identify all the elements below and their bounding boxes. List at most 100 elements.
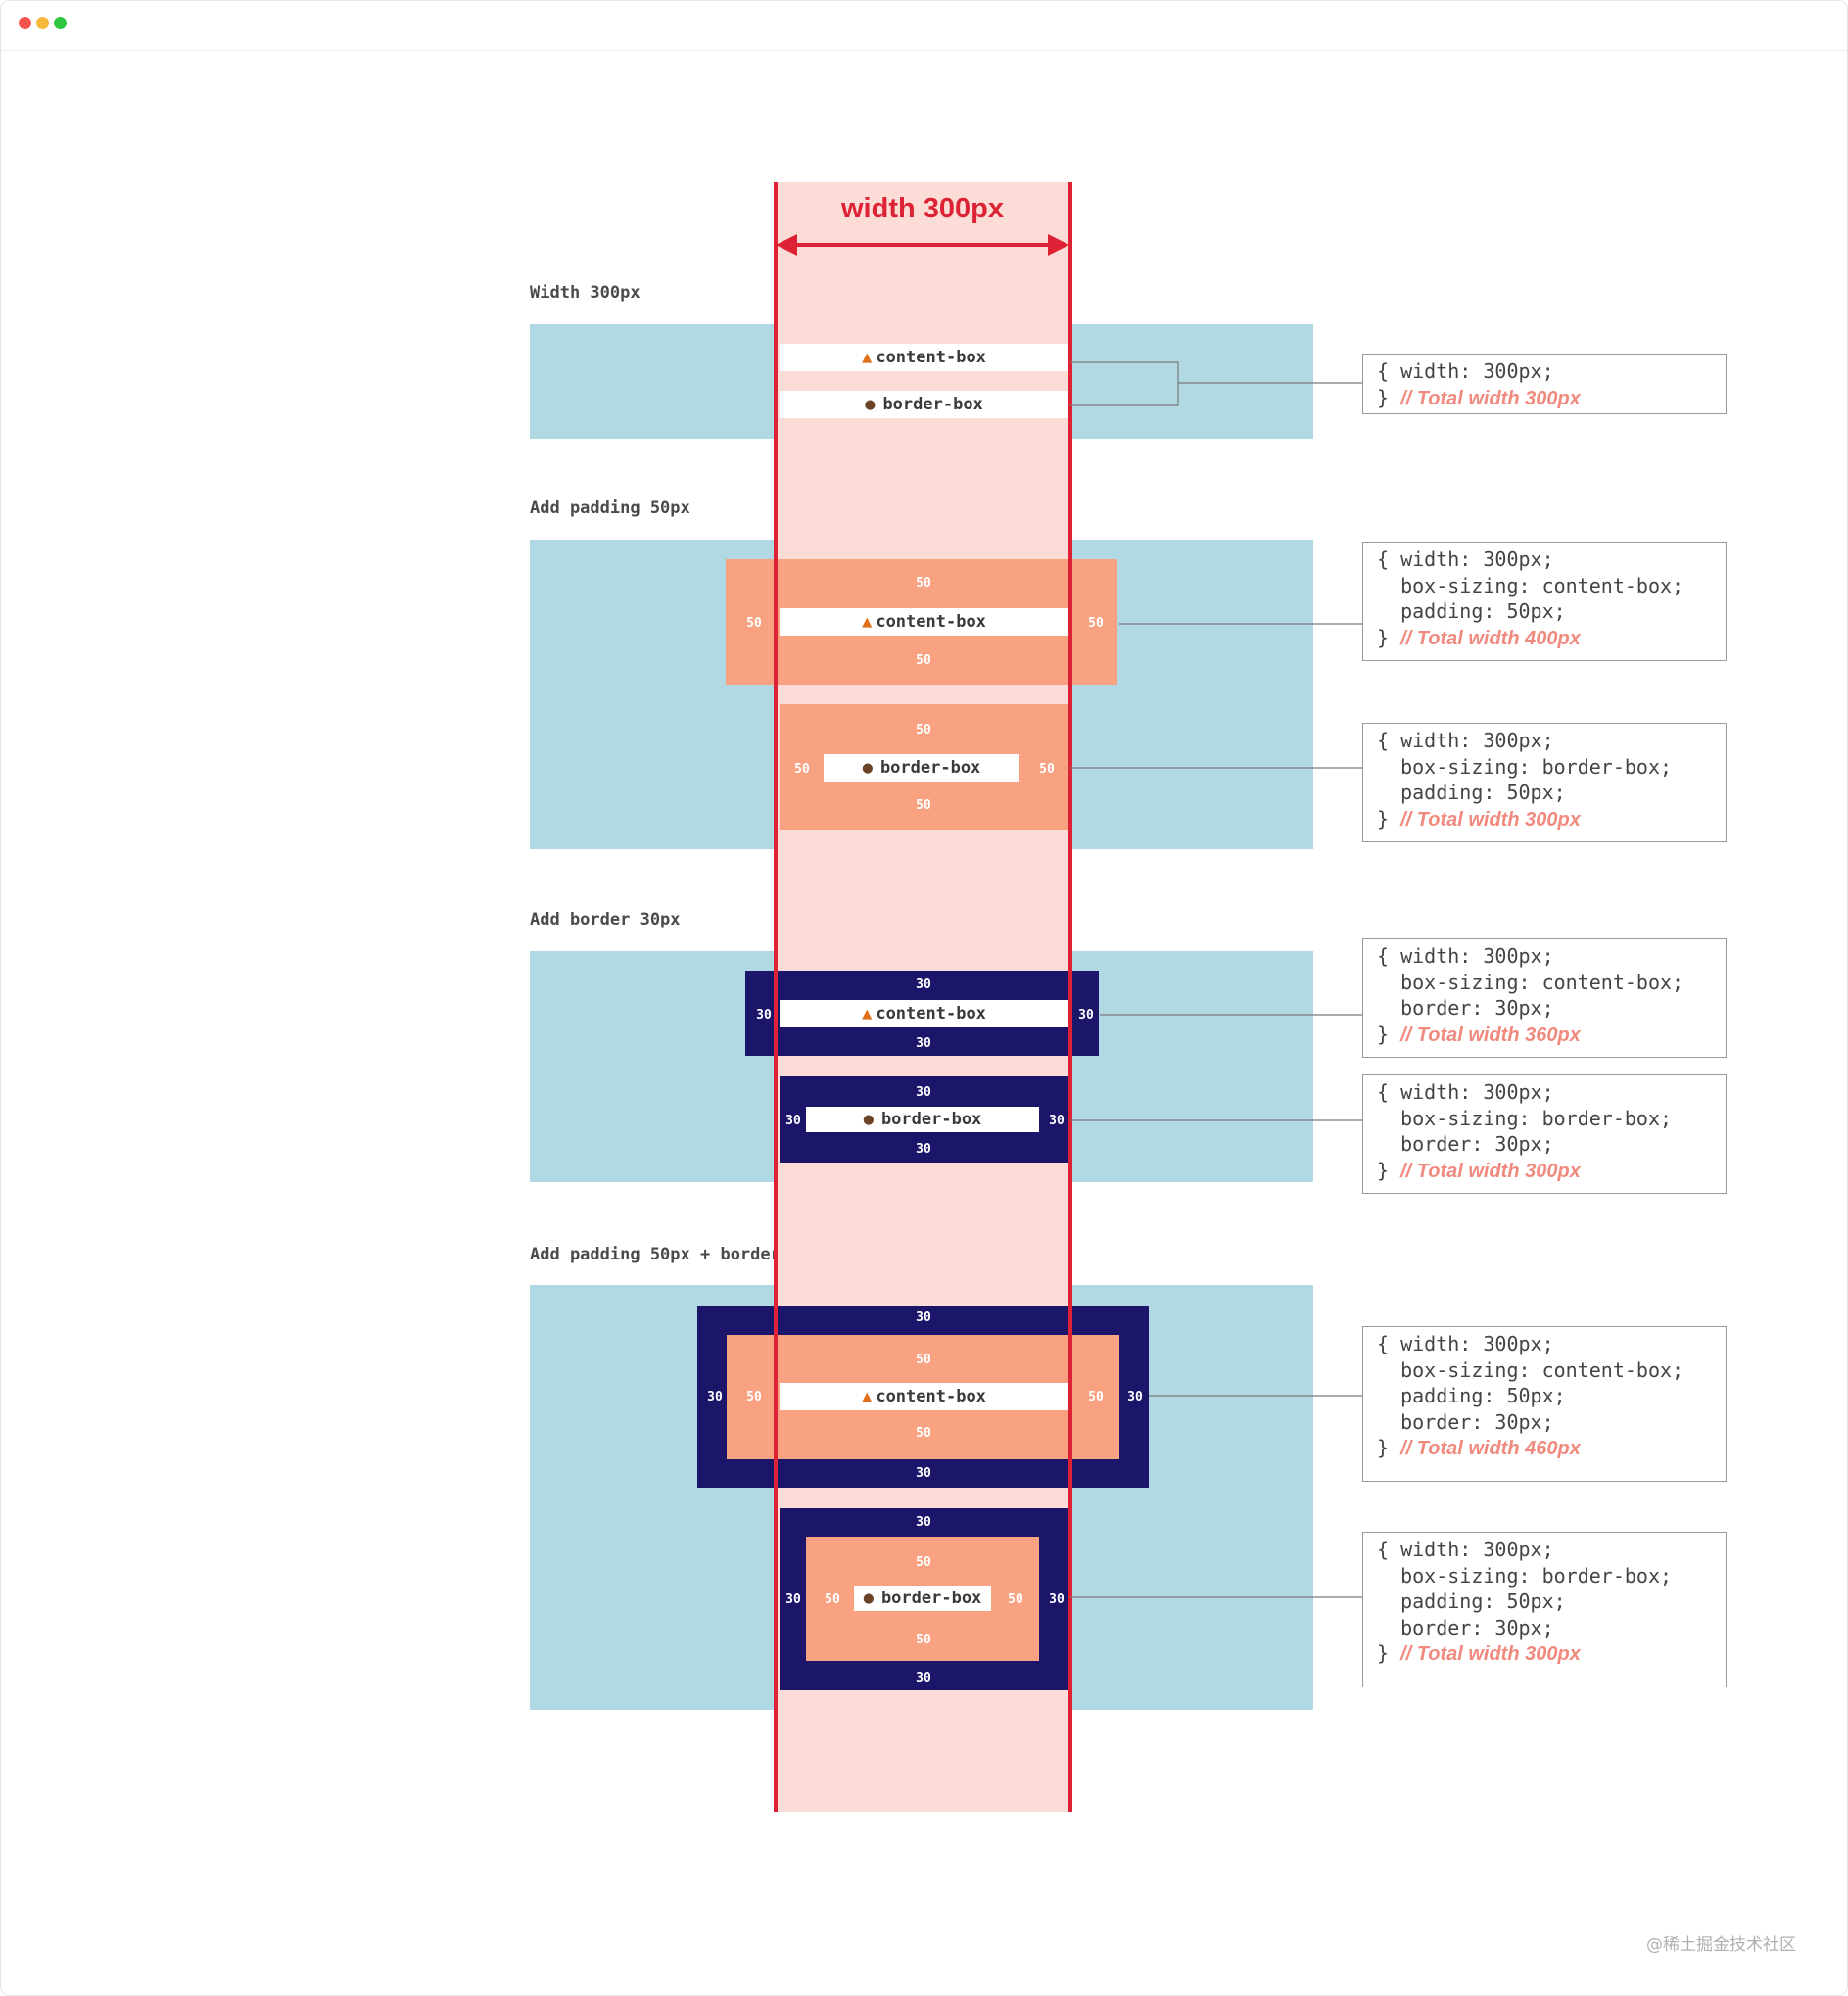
fox-icon: ▲: [862, 1387, 873, 1406]
width-title: width 300px: [841, 193, 1004, 224]
code-line-closing: } // Total width 300px: [1377, 1640, 1726, 1667]
code-block-padding-content-box: { width: 300px; box-sizing: content-box;…: [1362, 542, 1727, 661]
fox-icon: ▲: [862, 348, 873, 367]
content-box-label: content-box: [876, 1004, 986, 1023]
section-label-padding: Add padding 50px: [530, 499, 690, 518]
code-line: padding: 50px;: [1377, 781, 1566, 804]
code-line-closing: } // Total width 460px: [1377, 1435, 1726, 1461]
border-top-number: 30: [916, 1085, 931, 1100]
padding-right-number: 50: [1088, 1390, 1104, 1404]
border-bottom-number: 30: [916, 1142, 931, 1157]
section-label-width: Width 300px: [530, 283, 640, 303]
width-arrow-icon: [776, 234, 1069, 256]
code-brace: }: [1377, 1641, 1401, 1665]
border-left-number: 30: [756, 1008, 772, 1022]
code-comment: // Total width 300px: [1400, 808, 1581, 831]
border-left-number: 30: [707, 1390, 723, 1404]
watermark: @稀土掘金技术社区: [1646, 1935, 1796, 1955]
padding-bottom-number: 50: [916, 798, 931, 813]
code-line: border: 30px;: [1377, 996, 1554, 1020]
padding-left-number: 50: [794, 762, 810, 777]
section-label-main: Add padding 50px + border: [530, 1245, 781, 1264]
content-box-bar: ▲content-box: [780, 344, 1068, 371]
border-right-number: 30: [1049, 1592, 1065, 1607]
border-box-bar: ●border-box: [854, 1586, 991, 1611]
code-block-padding-border-content-box: { width: 300px; box-sizing: content-box;…: [1362, 1326, 1727, 1482]
border-left-number: 30: [785, 1114, 801, 1128]
title-bar: [1, 1, 1847, 51]
content-box-label: content-box: [876, 612, 986, 632]
code-line: border: 30px;: [1377, 1409, 1554, 1434]
code-line: { width: 300px;: [1377, 729, 1554, 752]
code-line: box-sizing: content-box;: [1377, 1357, 1684, 1382]
padding-top-number: 50: [916, 1353, 931, 1367]
code-line-closing: } // Total width 300px: [1377, 1158, 1726, 1184]
border-bottom-number: 30: [916, 1466, 931, 1481]
border-right-number: 30: [1049, 1114, 1065, 1128]
border-top-number: 30: [916, 1515, 931, 1530]
code-comment: // Total width 400px: [1400, 627, 1581, 649]
bear-icon: ●: [863, 1110, 874, 1129]
code-line: box-sizing: content-box;: [1377, 573, 1684, 597]
code-line: border: 30px;: [1377, 1132, 1554, 1156]
code-brace: }: [1377, 1022, 1401, 1046]
code-block-border-border-box: { width: 300px; box-sizing: border-box; …: [1362, 1074, 1727, 1194]
code-line: { width: 300px;: [1377, 1332, 1554, 1355]
border-box-label: border-box: [882, 395, 983, 414]
code-comment: // Total width 300px: [1400, 387, 1581, 409]
code-line: padding: 50px;: [1377, 1590, 1566, 1613]
padding-right-number: 50: [1088, 616, 1104, 631]
code-comment: // Total width 360px: [1400, 1023, 1581, 1046]
code-line-closing: } // Total width 360px: [1377, 1022, 1726, 1048]
code-block-padding-border-box: { width: 300px; box-sizing: border-box; …: [1362, 723, 1727, 842]
ruler-right-line: [1068, 182, 1072, 1812]
code-comment: // Total width 300px: [1400, 1160, 1581, 1182]
code-line: { width: 300px;: [1377, 944, 1554, 968]
code-line-closing: } // Total width 400px: [1377, 625, 1726, 651]
bear-icon: ●: [865, 395, 876, 414]
section-label-border: Add border 30px: [530, 910, 681, 929]
border-right-number: 30: [1127, 1390, 1143, 1404]
code-comment: // Total width 460px: [1400, 1438, 1581, 1459]
border-box-label: border-box: [880, 1110, 982, 1129]
code-comment: // Total width 300px: [1400, 1643, 1581, 1665]
code-block-border-content-box: { width: 300px; box-sizing: content-box;…: [1362, 938, 1727, 1058]
code-brace: }: [1377, 1436, 1401, 1459]
code-line: box-sizing: border-box;: [1377, 1563, 1673, 1588]
code-line-closing: } // Total width 300px: [1377, 385, 1726, 411]
code-block-padding-border-border-box: { width: 300px; box-sizing: border-box; …: [1362, 1532, 1727, 1687]
padding-top-number: 50: [916, 576, 931, 591]
content-box-bar: ▲content-box: [780, 1383, 1068, 1410]
code-line: padding: 50px;: [1377, 1384, 1566, 1407]
padding-left-number: 50: [825, 1592, 840, 1607]
minimize-icon[interactable]: [36, 17, 49, 29]
border-box-bar: ● border-box: [824, 754, 1019, 782]
border-box-bar: ● border-box: [806, 1107, 1039, 1132]
border-bottom-number: 30: [916, 1036, 931, 1051]
fox-icon: ▲: [862, 1004, 873, 1023]
border-box-label: border-box: [879, 758, 981, 778]
ruler-left-line: [774, 182, 778, 1812]
content-box-label: content-box: [876, 348, 986, 367]
code-line: { width: 300px;: [1377, 547, 1554, 571]
code-line: box-sizing: content-box;: [1377, 970, 1684, 994]
code-line: { width: 300px;: [1377, 1538, 1554, 1561]
code-line: border: 30px;: [1377, 1615, 1554, 1640]
close-icon[interactable]: [19, 17, 31, 29]
code-block-width: { width: 300px; } // Total width 300px: [1362, 354, 1727, 414]
padding-left-number: 50: [746, 616, 762, 631]
content-box-bar: ▲content-box: [780, 1000, 1068, 1027]
maximize-icon[interactable]: [54, 17, 67, 29]
padding-top-number: 50: [916, 1555, 931, 1570]
fox-icon: ▲: [862, 612, 873, 632]
border-top-number: 30: [916, 977, 931, 992]
code-line: { width: 300px;: [1377, 359, 1554, 383]
code-line: box-sizing: border-box;: [1377, 754, 1673, 779]
code-brace: }: [1377, 385, 1401, 409]
code-brace: }: [1377, 806, 1401, 831]
bear-icon: ●: [862, 758, 873, 778]
border-top-number: 30: [916, 1310, 931, 1325]
code-line: padding: 50px;: [1377, 599, 1566, 623]
border-box-bar: ● border-box: [780, 391, 1068, 418]
bear-icon: ●: [863, 1589, 874, 1608]
